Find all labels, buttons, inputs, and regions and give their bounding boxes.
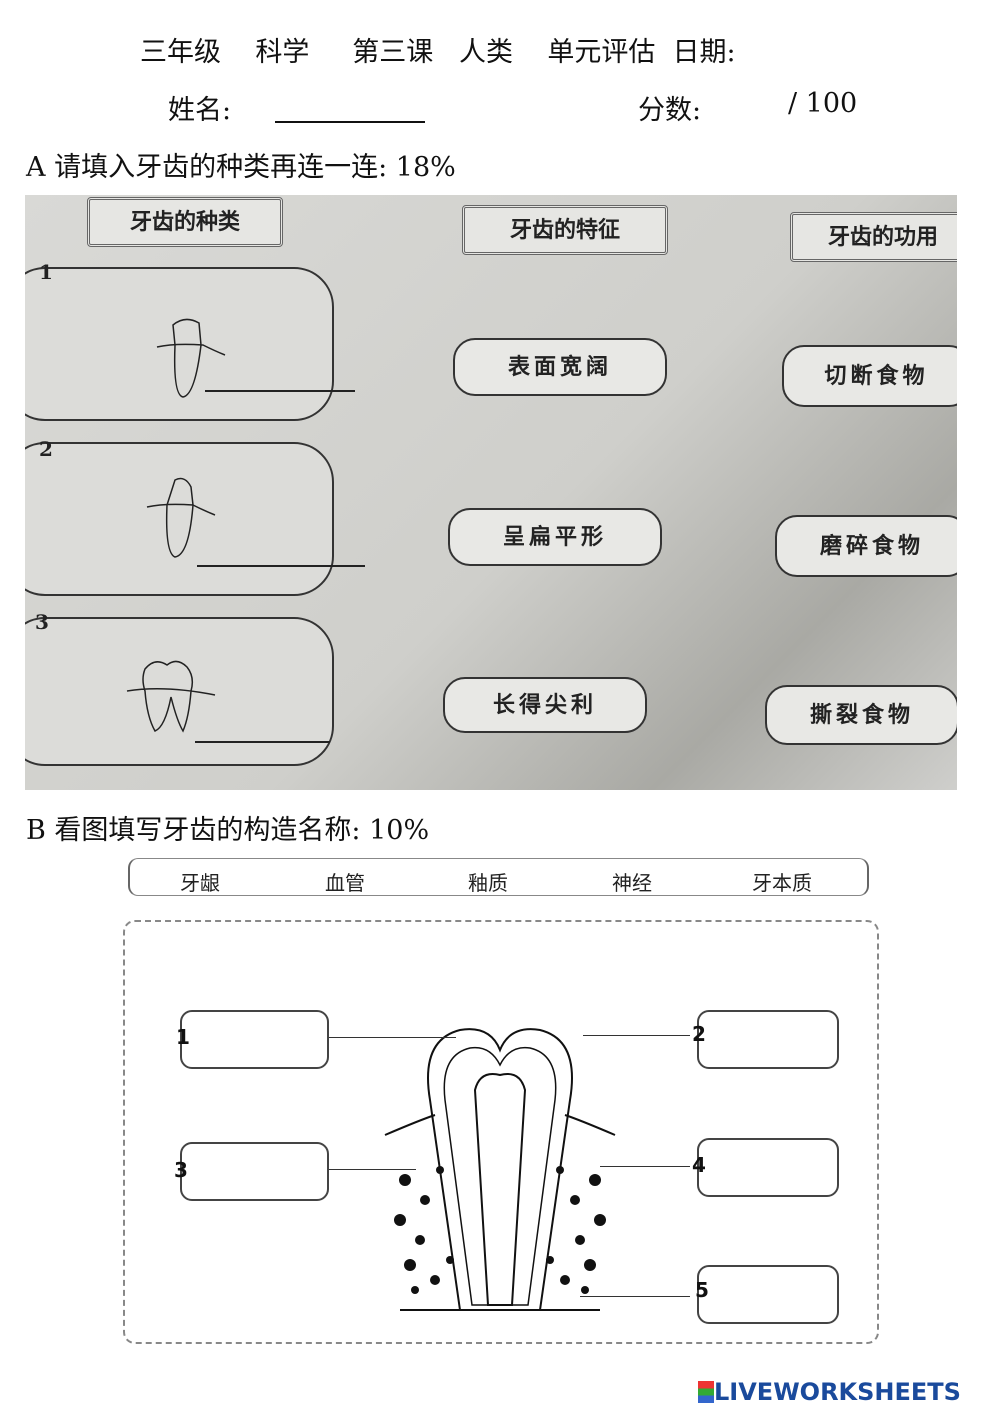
word-blood-vessel: 血管 (325, 871, 365, 895)
leader-line-5 (580, 1296, 690, 1297)
incisor-icon (156, 318, 226, 398)
tooth-type-answer-2[interactable] (197, 565, 365, 567)
word-bank: 牙龈 血管 釉质 神经 牙本质 (128, 858, 869, 896)
leader-line-3 (326, 1169, 416, 1170)
name-label: 姓名: (168, 95, 232, 126)
score-label: 分数: (638, 95, 702, 126)
function-1[interactable]: 切断食物 (782, 345, 957, 407)
section-a-photo: 牙齿的种类 牙齿的特征 牙齿的功用 1 2 3 表面宽阔 呈扁平形 长得尖利 切… (25, 195, 957, 790)
assessment: 单元评估 (547, 37, 656, 68)
name-input[interactable] (275, 96, 425, 123)
label-box-5[interactable] (697, 1265, 839, 1324)
date-label: 日期: (672, 37, 736, 68)
leader-line-4 (600, 1166, 690, 1167)
label-number-1: 1 (176, 1025, 190, 1049)
label-box-3[interactable] (180, 1142, 329, 1201)
word-dentin: 牙本质 (752, 871, 812, 895)
tooth-number-3: 3 (35, 610, 49, 634)
score-total: / 100 (788, 88, 858, 119)
label-number-2: 2 (692, 1022, 706, 1046)
diagram-frame (123, 920, 879, 1344)
lesson: 第三课 (352, 37, 434, 68)
header-tooth-feature: 牙齿的特征 (462, 205, 668, 255)
label-box-2[interactable] (697, 1010, 839, 1069)
logo-text: LIVEWORKSHEETS (714, 1378, 961, 1406)
header-tooth-function: 牙齿的功用 (790, 212, 957, 262)
leader-line-2 (583, 1035, 690, 1036)
leader-line-1 (326, 1037, 456, 1038)
topic: 人类 (459, 37, 514, 68)
label-number-4: 4 (692, 1153, 706, 1177)
header-tooth-type: 牙齿的种类 (87, 197, 283, 247)
subject: 科学 (255, 37, 310, 68)
section-a-title: A 请填入牙齿的种类再连一连: 18% (26, 152, 456, 183)
molar-icon (126, 660, 216, 733)
function-2[interactable]: 磨碎食物 (775, 515, 957, 577)
tooth-box-2 (25, 442, 334, 596)
word-enamel: 釉质 (468, 871, 508, 895)
liveworksheets-logo: LIVEWORKSHEETS (698, 1378, 961, 1406)
label-box-1[interactable] (180, 1010, 329, 1069)
feature-1[interactable]: 表面宽阔 (453, 338, 667, 396)
tooth-type-answer-1[interactable] (205, 390, 355, 392)
header-line-1: 三年级 科学 第三课 人类 单元评估 日期: (140, 30, 736, 69)
section-b-title: B 看图填写牙齿的构造名称: 10% (26, 815, 430, 846)
function-3[interactable]: 撕裂食物 (765, 685, 957, 745)
feature-2[interactable]: 呈扁平形 (448, 508, 662, 566)
tooth-type-answer-3[interactable] (195, 741, 330, 743)
label-number-3: 3 (174, 1158, 188, 1182)
tooth-number-2: 2 (39, 437, 53, 461)
logo-mark-icon (698, 1381, 714, 1403)
feature-3[interactable]: 长得尖利 (443, 677, 647, 733)
grade: 三年级 (140, 37, 221, 68)
tooth-number-1: 1 (39, 260, 53, 284)
word-nerve: 神经 (612, 871, 652, 895)
label-box-4[interactable] (697, 1138, 839, 1197)
canine-icon (146, 477, 216, 558)
label-number-5: 5 (695, 1278, 709, 1302)
tooth-cross-section-diagram (384, 1028, 616, 1311)
word-gum: 牙龈 (180, 871, 220, 895)
